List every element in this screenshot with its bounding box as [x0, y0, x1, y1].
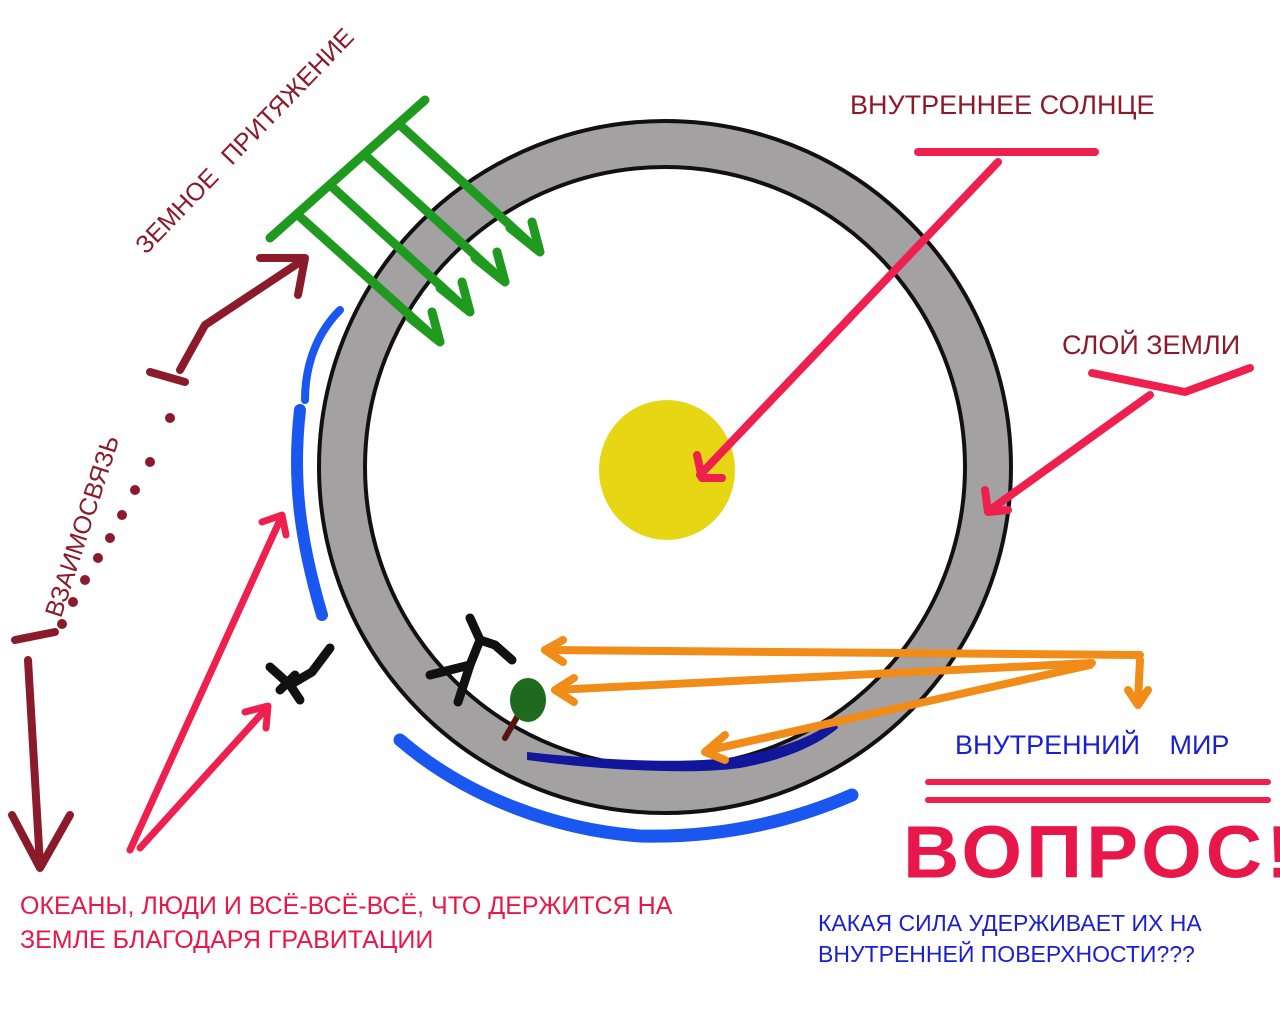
oceans-people-caption: ОКЕАНЫ, ЛЮДИ И ВСЁ-ВСЁ-ВСЁ, ЧТО ДЕРЖИТСЯ…	[20, 890, 672, 958]
oceans-caption-line2: ЗЕМЛЕ БЛАГОДАРЯ ГРАВИТАЦИИ	[20, 925, 434, 954]
gravity-arrows	[265, 95, 545, 347]
which-force-line1: КАКАЯ СИЛА УДЕРЖИВАЕТ ИХ НА	[818, 910, 1202, 936]
outer-ocean	[290, 306, 859, 843]
inner-ocean	[527, 720, 838, 772]
inner-world-arrows	[541, 636, 1152, 764]
which-force-caption: КАКАЯ СИЛА УДЕРЖИВАЕТ ИХ НА ВНУТРЕННЕЙ П…	[818, 908, 1202, 970]
question-label: ВОПРОС!	[903, 810, 1280, 894]
earth-layer-pointer	[981, 364, 1254, 516]
inner-sun-label: ВНУТРЕННЕЕ СОЛНЦЕ	[850, 90, 1155, 120]
oceans-caption-line1: ОКЕАНЫ, ЛЮДИ И ВСЁ-ВСЁ-ВСЁ, ЧТО ДЕРЖИТСЯ…	[20, 892, 673, 920]
which-force-line2: ВНУТРЕННЕЙ ПОВЕРХНОСТИ???	[818, 941, 1195, 968]
inner-sun	[599, 400, 735, 540]
interrelation-dots	[57, 413, 175, 629]
person-outer	[265, 643, 335, 705]
interrelation-arrows	[8, 254, 309, 872]
person-inner	[425, 613, 517, 707]
oceans-pointer	[126, 511, 290, 854]
earth-layer-label: СЛОЙ ЗЕМЛИ	[1062, 330, 1241, 360]
inner-world-label: ВНУТРЕННИЙ МИР	[955, 730, 1230, 760]
tree	[502, 678, 546, 741]
question-underline	[925, 779, 1271, 803]
inner-sun-pointer	[693, 148, 1099, 482]
